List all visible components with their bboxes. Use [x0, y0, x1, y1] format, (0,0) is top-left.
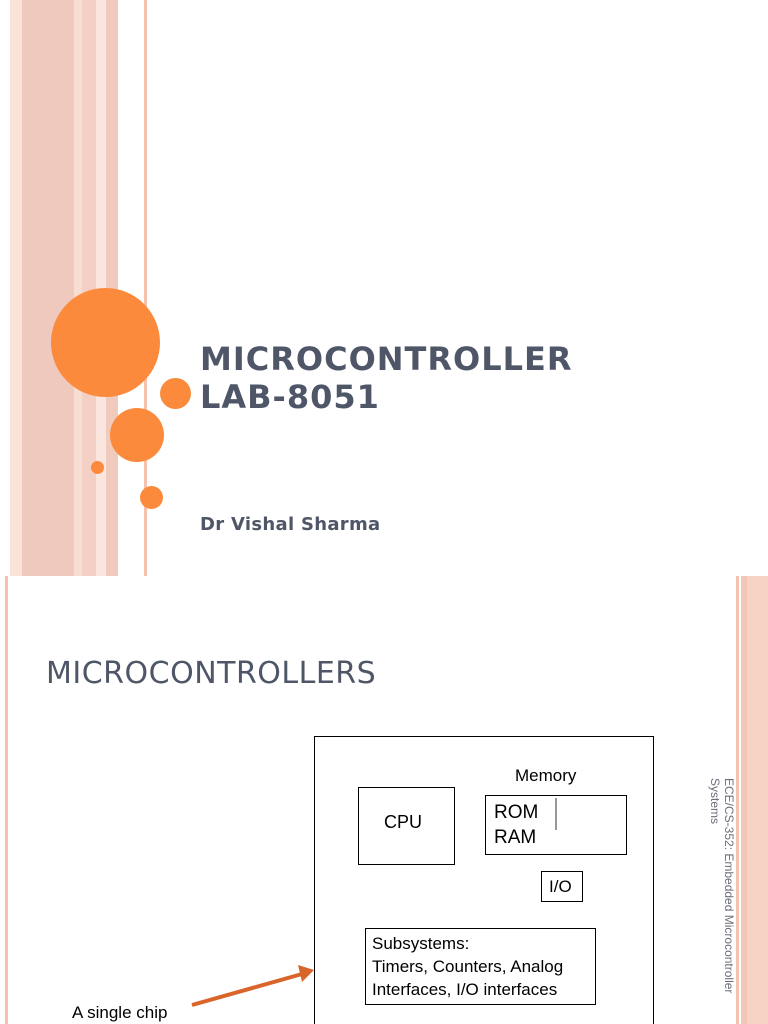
memory-label: Memory [515, 766, 577, 785]
decor-stripe [741, 576, 747, 1024]
memory-box: ROM RAM [485, 795, 627, 855]
memory-divider [555, 798, 557, 830]
course-side-label: ECE/CS-352: Embedded Microcontroller Sys… [708, 778, 736, 994]
title-slide: MICROCONTROLLER LAB-8051 Dr Vishal Sharm… [10, 0, 573, 576]
io-label: I/O [549, 877, 572, 896]
io-box: I/O [541, 871, 583, 902]
decor-circle-tiny [91, 461, 104, 474]
decor-stripe [736, 576, 739, 1024]
slide-subtitle: Dr Vishal Sharma [200, 514, 381, 535]
slide-title: MICROCONTROLLER LAB-8051 [200, 340, 573, 416]
decor-circle-small [160, 378, 191, 409]
decor-circle-small [140, 486, 163, 509]
subsystems-box: Subsystems: Timers, Counters, Analog Int… [365, 928, 596, 1005]
subsystems-line: Interfaces, I/O interfaces [372, 980, 558, 999]
cpu-label: CPU [384, 812, 423, 832]
decor-stripe [82, 0, 96, 576]
slide-title: MICROCONTROLLERS [46, 656, 377, 691]
chip-label: A single chip [72, 1003, 168, 1022]
pointer-arrow [191, 965, 314, 1007]
content-slide: MICROCONTROLLERS Memory CPU ROM RAM I/O … [0, 576, 768, 1024]
cpu-box: CPU [358, 787, 455, 865]
arrow-head [298, 965, 314, 982]
subsystems-line: Subsystems: [372, 934, 470, 953]
chip-outline [314, 736, 654, 1024]
decor-stripe [144, 0, 147, 576]
decor-stripe [5, 576, 8, 1024]
decor-circle-medium [110, 408, 164, 462]
decor-stripe [22, 0, 74, 576]
decor-circle-large [51, 288, 160, 397]
decor-stripe [747, 576, 768, 1024]
decor-stripe [74, 0, 82, 576]
rom-label: ROM [494, 802, 539, 823]
ram-label: RAM [494, 827, 537, 848]
decor-stripe [10, 0, 22, 576]
subsystems-line: Timers, Counters, Analog [372, 957, 564, 976]
arrow-shaft [191, 972, 303, 1007]
